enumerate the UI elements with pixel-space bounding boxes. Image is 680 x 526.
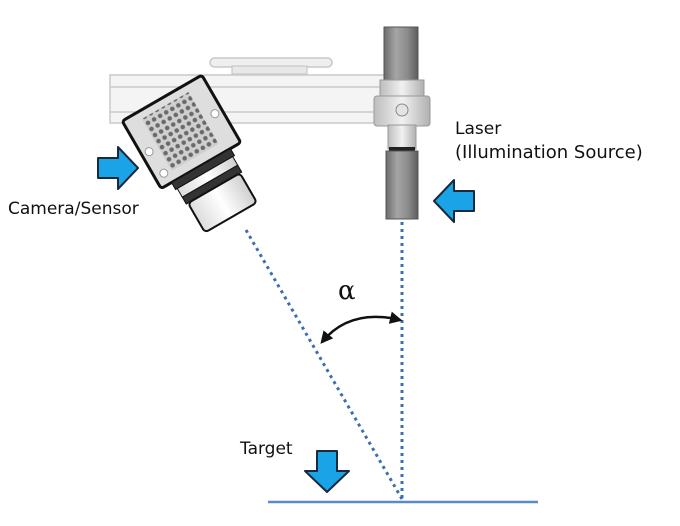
laser-sublabel: (Illumination Source) [455,142,643,163]
laser-label: Laser [455,119,502,139]
arrow-laser-icon [433,179,475,223]
camera-view-line [244,229,404,500]
target-label: Target [240,439,293,459]
arrow-camera-icon [97,146,139,190]
angle-label: α [338,276,356,306]
angle-arc [320,311,403,344]
camera-label: Camera/Sensor [8,199,139,219]
arrow-target-icon [304,450,350,493]
laser-device [373,26,431,220]
camera-device [121,74,257,233]
